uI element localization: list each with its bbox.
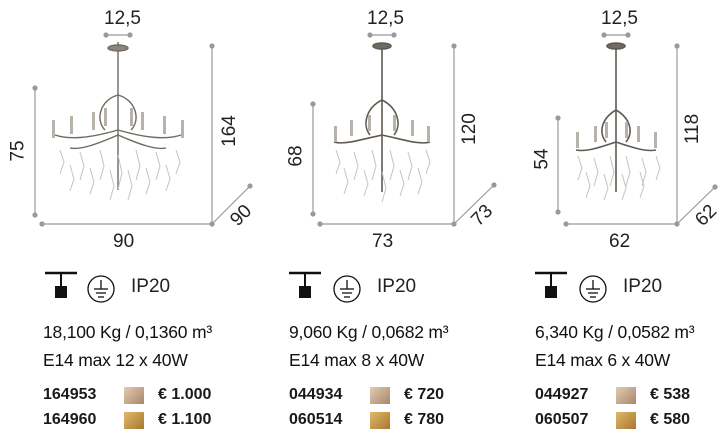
dimension-width: 73 [372, 231, 394, 252]
product-price: € 780 [404, 411, 445, 428]
install-icons-1 [45, 271, 115, 303]
product-column-1: 12,5 75 164 90 90 IP20 18,100 Kg / 0,136… [0, 0, 256, 434]
finish-swatch-light [370, 387, 390, 404]
chandelier-drawing-3 [555, 32, 718, 227]
finish-swatch-gold [124, 412, 144, 429]
bulb-spec: E14 max 6 x 40W [535, 350, 671, 370]
ip-rating: IP20 [131, 276, 171, 297]
ceiling-mount-icon [289, 271, 321, 298]
earth-ground-icon [579, 275, 607, 303]
dimension-top: 12,5 [104, 8, 141, 29]
finish-swatch-light [616, 387, 636, 404]
finish-swatch-gold [616, 412, 636, 429]
product-code: 044927 [535, 386, 589, 403]
product-code: 164953 [43, 386, 97, 403]
dimension-width: 90 [113, 231, 135, 252]
dimension-top: 12,5 [367, 8, 404, 29]
weight-volume: 9,060 Kg / 0,0682 m³ [289, 322, 449, 342]
finish-swatch-gold [370, 412, 390, 429]
product-price: € 1.100 [158, 411, 212, 428]
weight-volume: 6,340 Kg / 0,0582 m³ [535, 322, 695, 342]
install-icons-2 [289, 271, 361, 303]
earth-ground-icon [333, 275, 361, 303]
product-price: € 720 [404, 386, 445, 403]
ceiling-mount-icon [45, 271, 77, 298]
product-code: 060514 [289, 411, 343, 428]
dimension-width: 62 [609, 231, 631, 252]
install-icons-3 [535, 271, 607, 303]
bulb-spec: E14 max 12 x 40W [43, 350, 188, 370]
dimension-top: 12,5 [601, 8, 638, 29]
product-code: 164960 [43, 411, 97, 428]
chandelier-drawing-2 [310, 32, 497, 227]
product-price: € 538 [650, 386, 691, 403]
bulb-spec: E14 max 8 x 40W [289, 350, 425, 370]
product-code: 044934 [289, 386, 343, 403]
ip-rating: IP20 [377, 276, 417, 297]
chandelier-drawing-1 [32, 32, 253, 227]
product-price: € 580 [650, 411, 691, 428]
product-code: 060507 [535, 411, 589, 428]
ip-rating: IP20 [623, 276, 663, 297]
product-column-3: 12,5 54 118 62 62 IP20 6,340 Kg / 0,0582… [490, 0, 728, 434]
earth-ground-icon [87, 275, 115, 303]
product-column-2: 12,5 68 120 73 73 IP20 9,060 Kg / 0,0682… [244, 0, 497, 434]
weight-volume: 18,100 Kg / 0,1360 m³ [43, 322, 212, 342]
product-price: € 1.000 [158, 386, 212, 403]
ceiling-mount-icon [535, 271, 567, 298]
finish-swatch-light [124, 387, 144, 404]
